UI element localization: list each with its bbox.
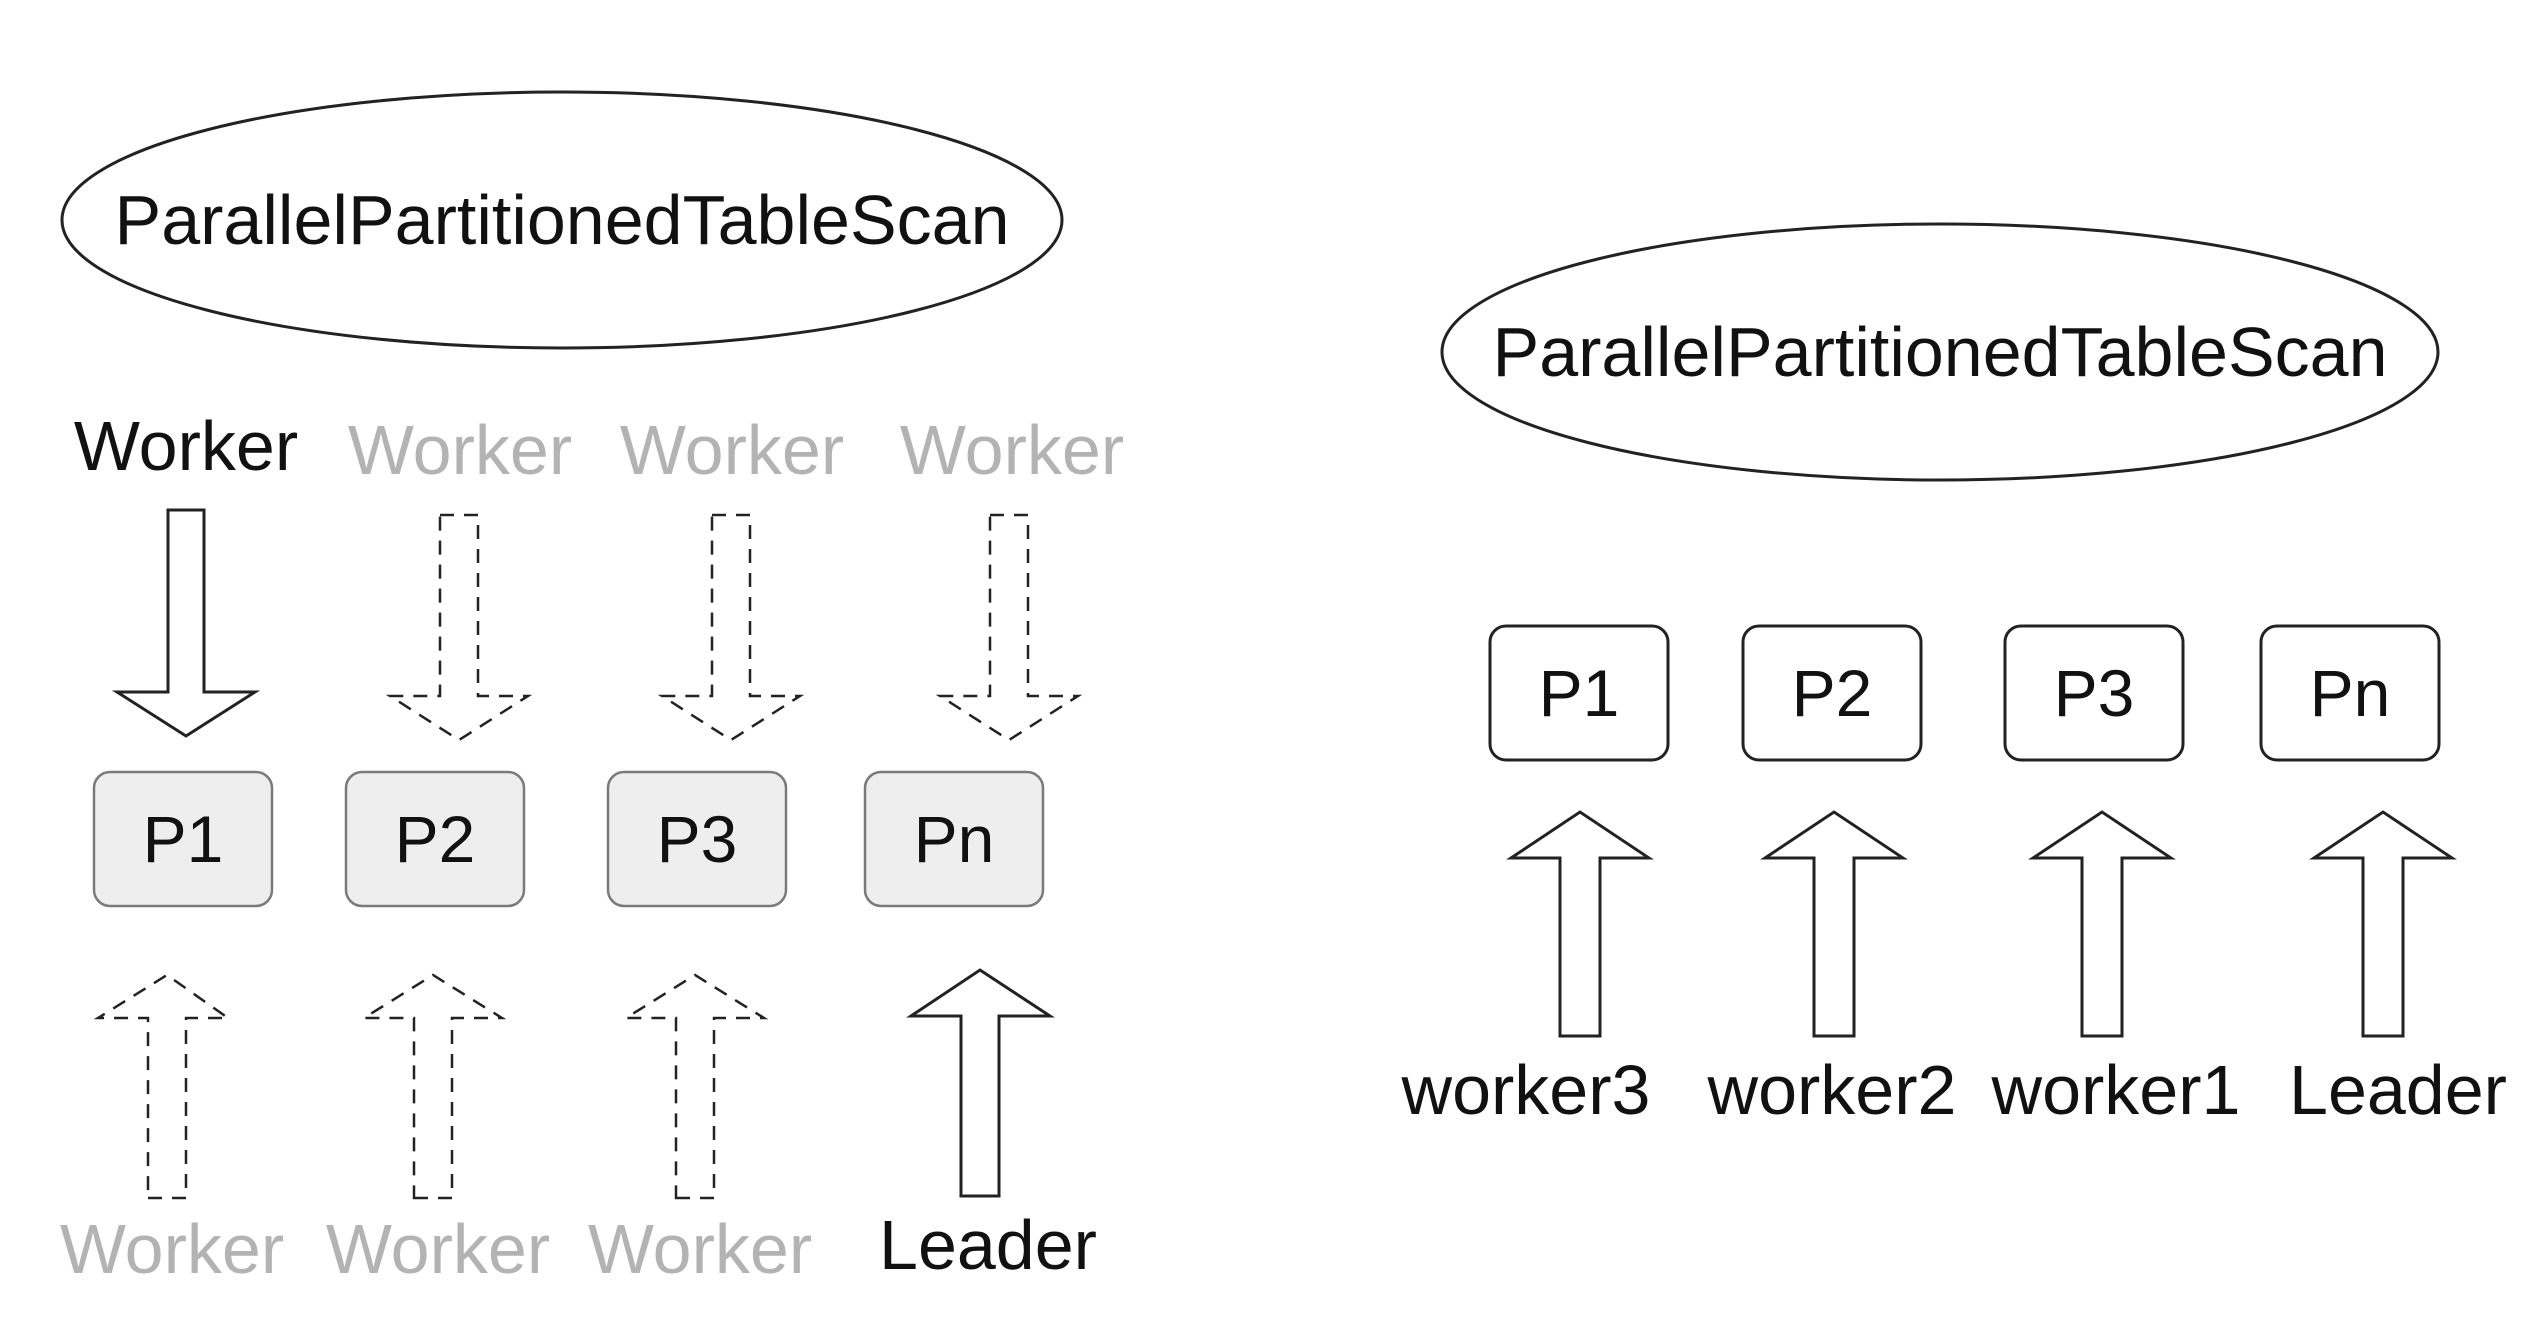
- right-worker1-label: worker1: [1991, 1051, 2241, 1129]
- left-bottom-worker-3-label: Worker: [588, 1210, 812, 1288]
- left-top-worker-1-label: Worker: [74, 407, 298, 485]
- right-partition-label-4: Pn: [2310, 656, 2391, 730]
- left-partition-label-1: P1: [143, 802, 224, 876]
- left-partition-box-1: [92, 770, 274, 908]
- right-arrow-1-up: [1506, 810, 1654, 1038]
- left-bottom-leader-label: Leader: [879, 1206, 1097, 1284]
- left-top-worker-4-label: Worker: [900, 411, 1124, 489]
- left-bottom-arrow-2-up: [359, 973, 507, 1200]
- left-top-worker-2-label: Worker: [348, 411, 572, 489]
- left-partition-label-4: Pn: [914, 802, 995, 876]
- left-diagram: ParallelPartitionedTableScan Worker Work…: [60, 90, 1124, 1288]
- left-scan-oval: [60, 90, 1064, 350]
- left-top-arrow-1-down: [111, 508, 261, 738]
- left-partition-box-4: [863, 770, 1045, 908]
- left-bottom-worker-1-label: Worker: [60, 1210, 284, 1288]
- left-partition-box-2: [344, 770, 526, 908]
- right-arrow-3-up: [2028, 810, 2176, 1038]
- left-bottom-arrow-4-up: [906, 968, 1056, 1198]
- right-partition-label-2: P2: [1792, 656, 1873, 730]
- right-arrow-4-up: [2309, 810, 2457, 1038]
- left-partition-box-3: [606, 770, 788, 908]
- right-partition-label-1: P1: [1539, 656, 1620, 730]
- right-arrow-2-up: [1760, 810, 1908, 1038]
- right-diagram: ParallelPartitionedTableScan P1 P2 P3 Pn…: [1401, 222, 2507, 1129]
- right-partition-box-4: [2259, 624, 2441, 762]
- right-scan-label: ParallelPartitionedTableScan: [1493, 313, 2388, 391]
- right-partition-box-1: [1488, 624, 1670, 762]
- left-partition-label-2: P2: [395, 802, 476, 876]
- right-scan-oval: [1440, 222, 2440, 482]
- left-partition-label-3: P3: [657, 802, 738, 876]
- right-partition-label-3: P3: [2054, 656, 2135, 730]
- left-top-arrow-2-down: [385, 513, 533, 742]
- left-top-arrow-3-down: [657, 513, 805, 742]
- left-bottom-arrow-1-up: [93, 973, 232, 1200]
- right-leader-label: Leader: [2289, 1051, 2507, 1129]
- right-partition-box-3: [2003, 624, 2185, 762]
- right-worker3-label: worker3: [1401, 1051, 1651, 1129]
- left-bottom-worker-2-label: Worker: [326, 1210, 550, 1288]
- left-bottom-arrow-3-up: [621, 973, 769, 1200]
- left-top-worker-3-label: Worker: [620, 411, 844, 489]
- right-worker2-label: worker2: [1707, 1051, 1957, 1129]
- left-scan-label: ParallelPartitionedTableScan: [115, 181, 1010, 259]
- right-partition-box-2: [1741, 624, 1923, 762]
- left-top-arrow-4-down: [935, 513, 1083, 742]
